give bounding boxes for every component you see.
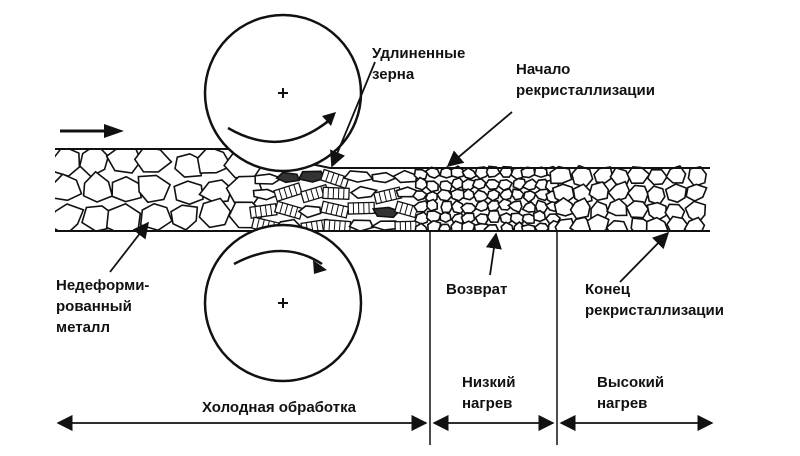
- grain: [52, 174, 82, 200]
- grain: [199, 198, 230, 227]
- label-high-heating: Высокий нагрев: [597, 374, 668, 412]
- deformed-grain: [323, 187, 349, 199]
- grain: [138, 175, 170, 202]
- grain: [84, 172, 113, 202]
- label-undeformed-metal: Недеформи- рованный металл: [56, 277, 154, 336]
- grain: [461, 203, 477, 213]
- grain: [171, 205, 197, 230]
- label-recovery: Возврат: [446, 281, 507, 298]
- label-low-heating: Низкий нагрев: [462, 374, 520, 412]
- grain: [647, 186, 664, 205]
- grain: [536, 201, 548, 213]
- grain: [500, 189, 513, 200]
- grain: [488, 211, 500, 222]
- grain: [394, 171, 417, 183]
- label-recrystallization-start: Начало рекристаллизации: [516, 61, 655, 99]
- grain: [487, 201, 499, 211]
- grain: [199, 180, 231, 202]
- grain: [486, 180, 500, 190]
- grain: [594, 167, 613, 183]
- grain: [501, 222, 513, 234]
- label-elongated-grains: Удлиненные зерна: [372, 45, 470, 83]
- upper-roll: [205, 15, 361, 171]
- grain: [627, 167, 649, 183]
- recovery-pointer: [490, 234, 496, 275]
- grain: [372, 173, 396, 183]
- grain: [350, 220, 374, 231]
- grain: [647, 218, 669, 236]
- deformed-grain: [274, 183, 302, 201]
- deformed-grain: [321, 201, 349, 218]
- grain: [523, 202, 536, 212]
- grain: [277, 173, 299, 183]
- lower-roll: [205, 225, 361, 381]
- grain: [451, 178, 463, 189]
- grain: [439, 224, 450, 233]
- grain: [627, 201, 649, 218]
- grain: [475, 200, 489, 211]
- grain: [135, 147, 172, 172]
- grain: [440, 212, 451, 222]
- grain: [666, 184, 687, 202]
- grain: [427, 200, 437, 211]
- grain: [474, 190, 489, 201]
- feed-direction-arrow: [60, 124, 124, 138]
- grain: [607, 199, 627, 216]
- grain: [451, 189, 465, 201]
- grain: [511, 213, 524, 223]
- grain: [688, 167, 706, 186]
- label-cold-working: Холодная обработка: [202, 399, 357, 416]
- grain: [464, 189, 475, 200]
- grain: [473, 179, 486, 189]
- grain: [686, 184, 706, 201]
- grain: [441, 202, 452, 213]
- grain: [487, 190, 499, 201]
- label-recrystallization-end: Конец рекристаллизации: [585, 281, 724, 319]
- grain: [571, 198, 591, 219]
- grain: [53, 146, 79, 176]
- grain: [427, 181, 439, 192]
- recrystallization-start-pointer: [448, 112, 512, 166]
- deformed-grain: [275, 201, 303, 219]
- grain: [415, 223, 428, 235]
- grain: [462, 168, 476, 179]
- grain: [174, 181, 203, 204]
- deformed-grain: [348, 202, 374, 214]
- grain: [198, 147, 232, 173]
- grain: [112, 177, 141, 202]
- grain: [607, 221, 628, 238]
- recrystallization-end-pointer: [620, 233, 668, 282]
- grain: [351, 187, 377, 199]
- grain: [524, 191, 536, 202]
- grain: [512, 189, 524, 200]
- grain: [648, 170, 667, 185]
